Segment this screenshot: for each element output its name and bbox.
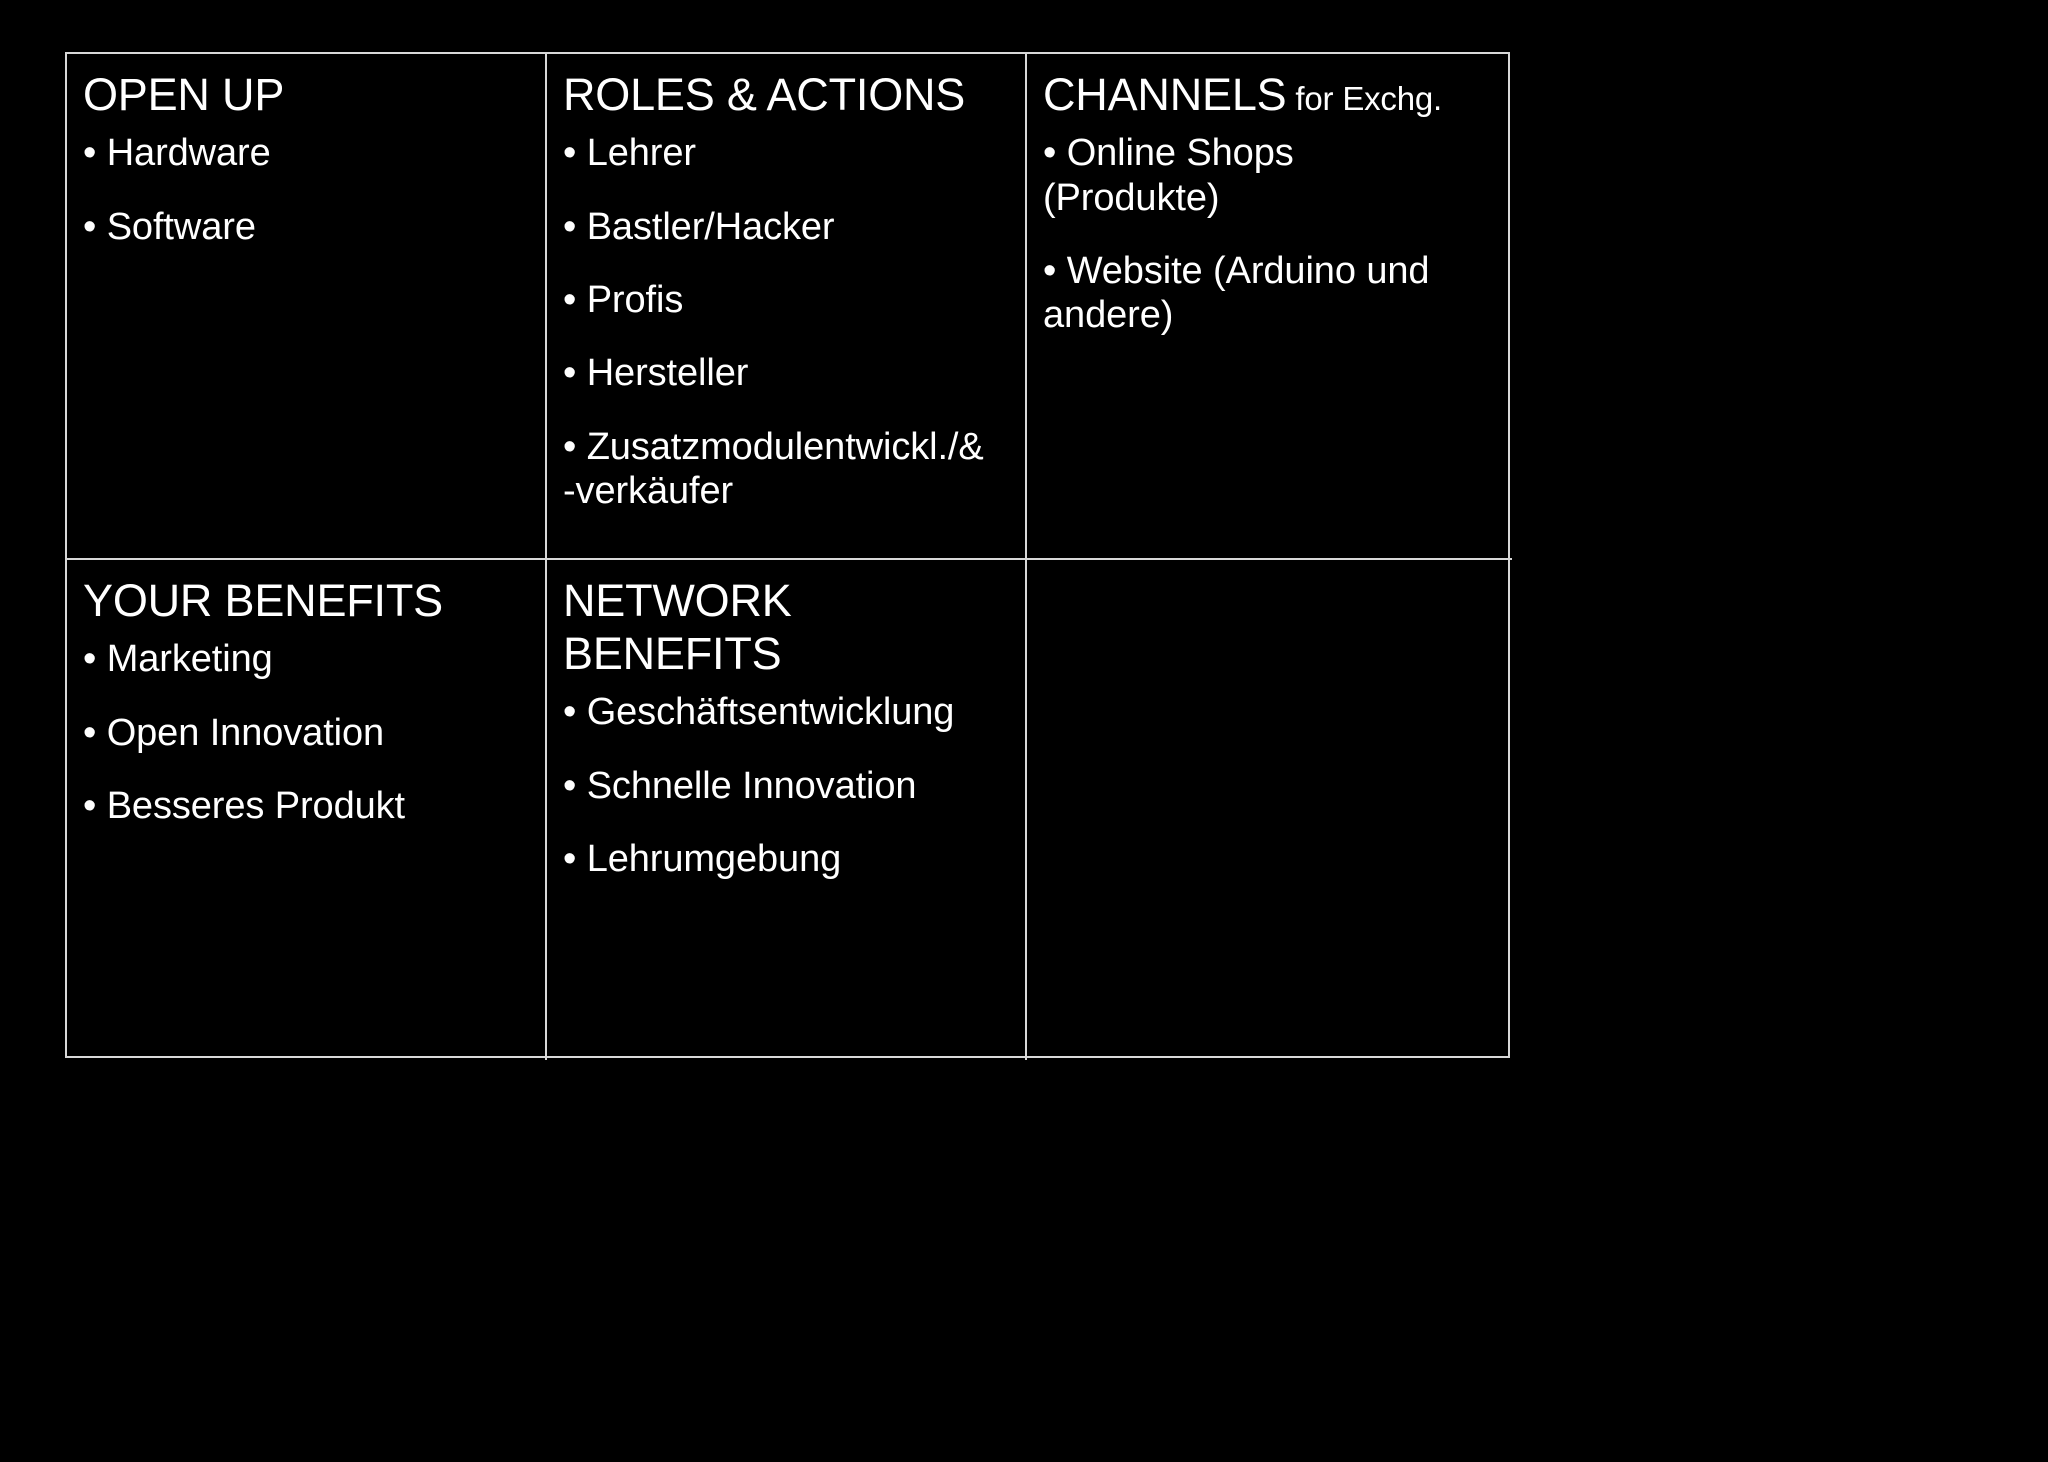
list-item-label: Hersteller — [586, 352, 749, 395]
bullet-marker-icon: • — [83, 638, 97, 681]
list-item-label: Website (Arduino und andere) — [1043, 250, 1430, 337]
cell-title-main: OPEN UP — [83, 69, 285, 120]
list-item: • Profis — [563, 278, 1009, 322]
cell-title-network-benefits: NETWORK BENEFITS — [563, 574, 1009, 680]
list-item-label: Profis — [586, 279, 684, 321]
list-item: • Marketing — [83, 637, 529, 681]
matrix-cell-your-benefits: YOUR BENEFITS • Marketing • Open Innovat… — [67, 558, 545, 1060]
cell-title-main: CHANNELS — [1043, 69, 1287, 120]
list-item: • Schnelle Innovation — [563, 764, 1009, 808]
list-item: • Zusatzmodulentwickl./& -verkäufer — [563, 425, 1009, 514]
list-item-label: Marketing — [106, 638, 273, 681]
business-model-matrix: OPEN UP • Hardware • Software ROLES & AC… — [65, 52, 1512, 1060]
cell-title-roles-actions: ROLES & ACTIONS — [563, 68, 1009, 121]
list-item-label: Hardware — [106, 132, 271, 175]
bullet-marker-icon: • — [563, 425, 577, 468]
list-item: • Geschäftsentwicklung — [563, 690, 1009, 734]
list-item: • Software — [83, 205, 529, 249]
matrix-cell-network-benefits: NETWORK BENEFITS • Geschäftsentwicklung … — [545, 558, 1025, 1060]
bullet-list-network-benefits: • Geschäftsentwicklung • Schnelle Innova… — [563, 690, 1009, 881]
matrix-cell-roles-actions: ROLES & ACTIONS • Lehrer • Bastler/Hacke… — [545, 54, 1025, 558]
list-item: • Bastler/Hacker — [563, 205, 1009, 249]
list-item: • Lehrer — [563, 131, 1009, 175]
bullet-list-roles-actions: • Lehrer • Bastler/Hacker • Profis • Her… — [563, 131, 1009, 514]
matrix-cell-open-up: OPEN UP • Hardware • Software — [67, 54, 545, 558]
bullet-list-your-benefits: • Marketing • Open Innovation • Besseres… — [83, 637, 529, 828]
list-item-label: Geschäftsentwicklung — [586, 691, 955, 734]
bullet-marker-icon: • — [563, 838, 577, 881]
list-item-label: Open Innovation — [106, 711, 385, 754]
list-item: • Online Shops (Produkte) — [1043, 131, 1496, 220]
bullet-marker-icon: • — [563, 205, 577, 248]
list-item-label: Bastler/Hacker — [586, 205, 835, 248]
cell-title-channels: CHANNELS for Exchg. — [1043, 68, 1496, 121]
bullet-marker-icon: • — [83, 711, 97, 754]
bullet-marker-icon: • — [563, 691, 577, 734]
list-item: • Hardware — [83, 131, 529, 175]
list-item: • Lehrumgebung — [563, 837, 1009, 881]
bullet-marker-icon: • — [1043, 132, 1057, 175]
list-item: • Hersteller — [563, 351, 1009, 395]
list-item-label: Schnelle Innovation — [586, 764, 917, 807]
bullet-list-channels: • Online Shops (Produkte) • Website (Ard… — [1043, 131, 1496, 338]
list-item-label: Zusatzmodulentwickl./& -verkäufer — [563, 425, 984, 513]
list-item-label: Lehrer — [586, 132, 696, 175]
bullet-marker-icon: • — [83, 785, 97, 827]
list-item-label: Lehrumgebung — [586, 838, 842, 881]
bullet-marker-icon: • — [563, 279, 577, 321]
bullet-marker-icon: • — [83, 205, 97, 248]
bullet-marker-icon: • — [563, 132, 577, 175]
cell-title-main: ROLES & ACTIONS — [563, 69, 966, 120]
list-item: • Open Innovation — [83, 711, 529, 755]
bullet-marker-icon: • — [563, 764, 577, 807]
cell-title-open-up: OPEN UP — [83, 68, 529, 121]
matrix-cell-empty — [1025, 558, 1512, 1060]
list-item: • Website (Arduino und andere) — [1043, 249, 1496, 338]
cell-title-main: YOUR BENEFITS — [83, 575, 443, 626]
cell-title-main: NETWORK BENEFITS — [563, 575, 792, 680]
cell-title-suffix: for Exchg. — [1286, 80, 1443, 117]
matrix-cell-channels: CHANNELS for Exchg. • Online Shops (Prod… — [1025, 54, 1512, 558]
list-item-label: Software — [106, 205, 256, 248]
bullet-list-open-up: • Hardware • Software — [83, 131, 529, 249]
bullet-marker-icon: • — [563, 352, 577, 395]
list-item-label: Besseres Produkt — [106, 785, 406, 827]
bullet-marker-icon: • — [83, 132, 97, 175]
list-item-label: Online Shops (Produkte) — [1043, 132, 1294, 219]
cell-title-your-benefits: YOUR BENEFITS — [83, 574, 529, 627]
list-item: • Besseres Produkt — [83, 784, 529, 828]
bullet-marker-icon: • — [1043, 250, 1057, 292]
